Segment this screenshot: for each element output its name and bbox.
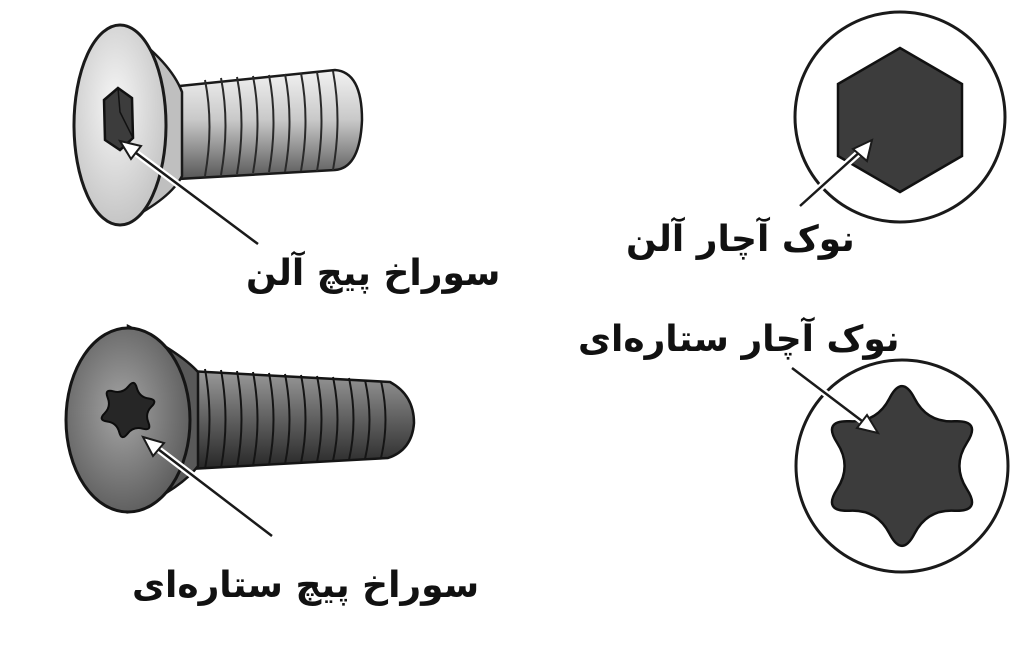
torx-screw-icon	[64, 323, 416, 514]
allen-screw-shank	[158, 68, 364, 182]
torx-screw-shank	[168, 368, 416, 472]
allen-key-tip-icon	[793, 10, 1007, 224]
arrow-allen-tip	[797, 138, 874, 209]
allen-screw-icon	[72, 23, 364, 227]
arrow-torx-tip	[789, 365, 881, 435]
arrow-allen-hole	[117, 139, 261, 247]
allen-tip-label: نوک آچار آلن	[626, 219, 855, 260]
torx-socket-icon	[100, 381, 156, 439]
allen-socket-icon	[102, 86, 135, 152]
allen-screw-threads	[204, 70, 339, 177]
torx-tip-label: نوک آچار ستاره‌ای	[578, 319, 900, 360]
allen-hole-label: سوراخ پیچ آلن	[246, 253, 501, 294]
torx-hole-label: سوراخ پیچ ستاره‌ای	[132, 565, 480, 606]
arrows	[117, 138, 881, 539]
arrow-torx-hole	[141, 435, 275, 539]
torx-screw-threads	[204, 368, 387, 470]
